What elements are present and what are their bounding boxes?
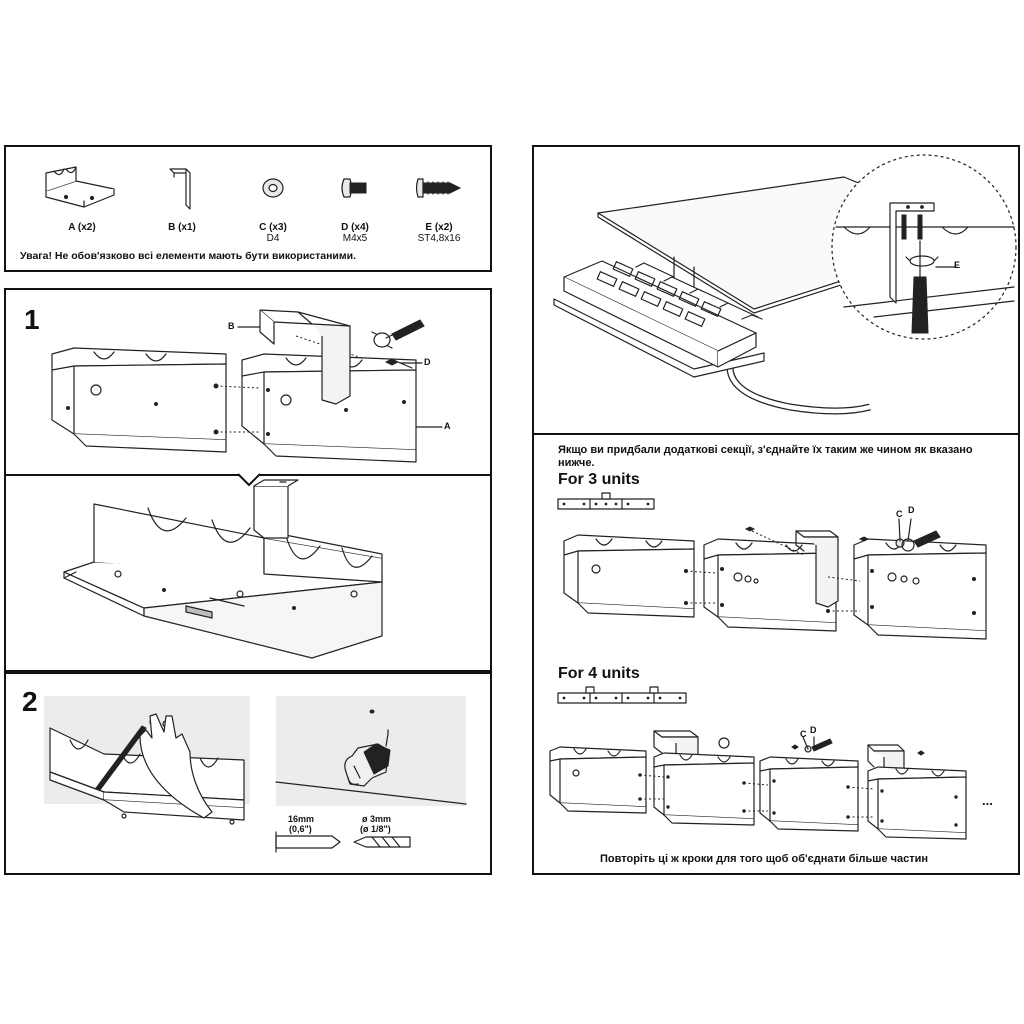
callout-b-leader	[237, 326, 261, 328]
bolt-icon	[341, 178, 367, 198]
parts-panel: A (x2) B (x1) C (x3) D4 D (x4) M4x5 E (x…	[4, 145, 492, 272]
part-d-label: D (x4)	[341, 222, 369, 233]
part-e-spec: ST4,8x16	[417, 233, 461, 244]
depth-label: 16mm	[288, 814, 315, 824]
extra-note-line2: нижче.	[558, 457, 595, 469]
part-c-spec: D4	[266, 233, 280, 244]
drill-label-inch: (ø 1/8")	[360, 824, 391, 834]
part-d-spec: M4x5	[342, 233, 368, 244]
part-e-label: E (x2)	[425, 222, 453, 233]
part-a-label: A (x2)	[68, 222, 96, 233]
extra-note-line1: Якщо ви придбали додаткові секції, з'єдн…	[558, 444, 973, 456]
screw-icon	[415, 178, 462, 198]
callout-cd-4-leaders	[802, 736, 815, 750]
bracket-b-icon	[169, 168, 191, 210]
mount-panel: E	[532, 145, 1020, 435]
part-c-label: C (x3)	[259, 222, 287, 233]
callout-cd-3-leaders	[898, 518, 912, 542]
drill-label: ø 3mm	[362, 814, 392, 824]
bracket-a-icon	[45, 166, 115, 208]
extra-footer: Повторіть ці ж кроки для того щоб об'єдн…	[600, 853, 929, 865]
title-4-units: For 4 units	[558, 665, 640, 682]
step2-marking-drawing	[44, 696, 250, 825]
part-b-label: B (x1)	[168, 222, 196, 233]
callout-d-leader	[399, 362, 423, 364]
step2-number: 2	[22, 686, 38, 717]
schematic-3-units	[557, 492, 655, 510]
more-units-ellipsis: ...	[982, 793, 993, 808]
title-3-units: For 3 units	[558, 471, 640, 488]
assembly-4-units-drawing	[549, 730, 967, 840]
depth-indicator	[275, 831, 341, 853]
parts-warning: Увага! Не обов'язково всі елементи мають…	[20, 250, 357, 262]
step1-pointer	[237, 473, 261, 487]
drill-bit-indicator	[353, 836, 411, 848]
callout-b: B	[228, 321, 235, 331]
depth-label-inch: (0,6")	[289, 824, 312, 834]
step1-panel: 1 B D A	[4, 288, 492, 672]
callout-a-leader	[415, 426, 443, 428]
step2-drilling-drawing	[275, 696, 467, 806]
schematic-4-units	[557, 686, 687, 704]
extra-sections-panel: Якщо ви придбали додаткові секції, з'єдн…	[532, 433, 1020, 875]
desk-mount-drawing	[553, 154, 1017, 415]
callout-d-4: D	[810, 725, 817, 735]
step2-panel: 2 16mm (0,6") ø 3mm (ø 1/8")	[4, 672, 492, 875]
callout-c-4: C	[800, 729, 807, 739]
callout-d: D	[424, 357, 431, 367]
callout-d-3: D	[908, 505, 915, 515]
step1-number: 1	[24, 304, 40, 335]
washer-icon	[262, 178, 284, 198]
callout-e: E	[954, 260, 961, 270]
step1-exploded-drawing	[51, 309, 425, 463]
step1-assembled-drawing	[63, 479, 383, 659]
callout-a: A	[444, 421, 451, 431]
callout-c-3: C	[896, 509, 903, 519]
assembly-3-units-drawing	[563, 526, 987, 640]
